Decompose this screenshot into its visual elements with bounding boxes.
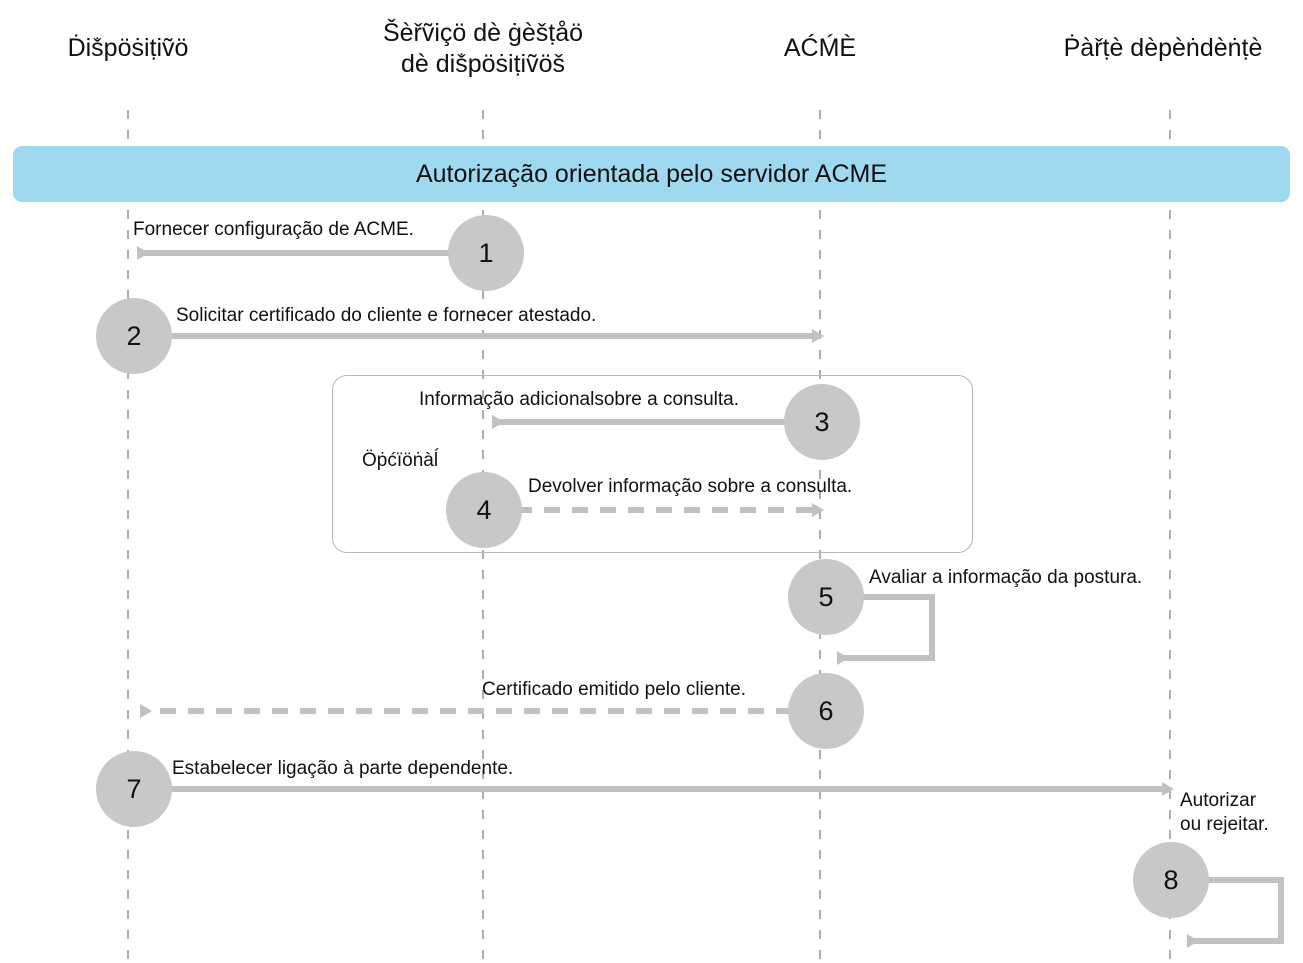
phase-banner: Autorização orientada pelo servidor ACME — [13, 146, 1290, 202]
step-badge-8: 8 — [1133, 842, 1209, 918]
step-badge-1: 1 — [448, 215, 524, 291]
step-badge-3: 3 — [784, 384, 860, 460]
step-badge-2: 2 — [96, 298, 172, 374]
phase-banner-label: Autorização orientada pelo servidor ACME — [415, 159, 888, 188]
message-label-step-2: Solicitar certificado do cliente e forne… — [176, 305, 597, 326]
message-label-step-3: Informação adicionalsobre a consulta. — [419, 389, 740, 410]
message-label-step-1: Fornecer configuração de ACME. — [133, 219, 414, 240]
step-badge-4: 4 — [446, 472, 522, 548]
message-label-step-7: Estabelecer ligação à parte dependente. — [172, 758, 514, 779]
step-badge-6: 6 — [788, 673, 864, 749]
message-label-step-4: Devolver informação sobre a consulta. — [528, 476, 853, 497]
message-label-step-5: Avaliar a informação da postura. — [869, 567, 1143, 588]
optional-group-box — [332, 375, 973, 553]
message-label-step-6: Certificado emitido pelo cliente. — [482, 679, 747, 700]
arrow-step-5 — [820, 594, 935, 665]
step-badge-5: 5 — [788, 559, 864, 635]
lifeline-header-dms: Šèřṽiçö dè ġèšṭåö dè diṧpöṡiṭiṽöš — [382, 19, 584, 78]
optional-group-label: Öṗćïöṅàĺ — [362, 450, 439, 471]
step-badge-7: 7 — [96, 751, 172, 827]
arrow-step-8 — [1170, 877, 1284, 948]
message-label-step-8: Autorizar ou rejeitar. — [1180, 790, 1269, 835]
lifeline-header-device: Ḋiṧpöṡiṭiṽö — [67, 34, 189, 62]
lifeline-header-relying-party: Ṗàřṭè dèpèṅdèṅṭè — [1063, 34, 1263, 62]
lifeline-header-acme: AĆḾÈ — [783, 34, 857, 62]
